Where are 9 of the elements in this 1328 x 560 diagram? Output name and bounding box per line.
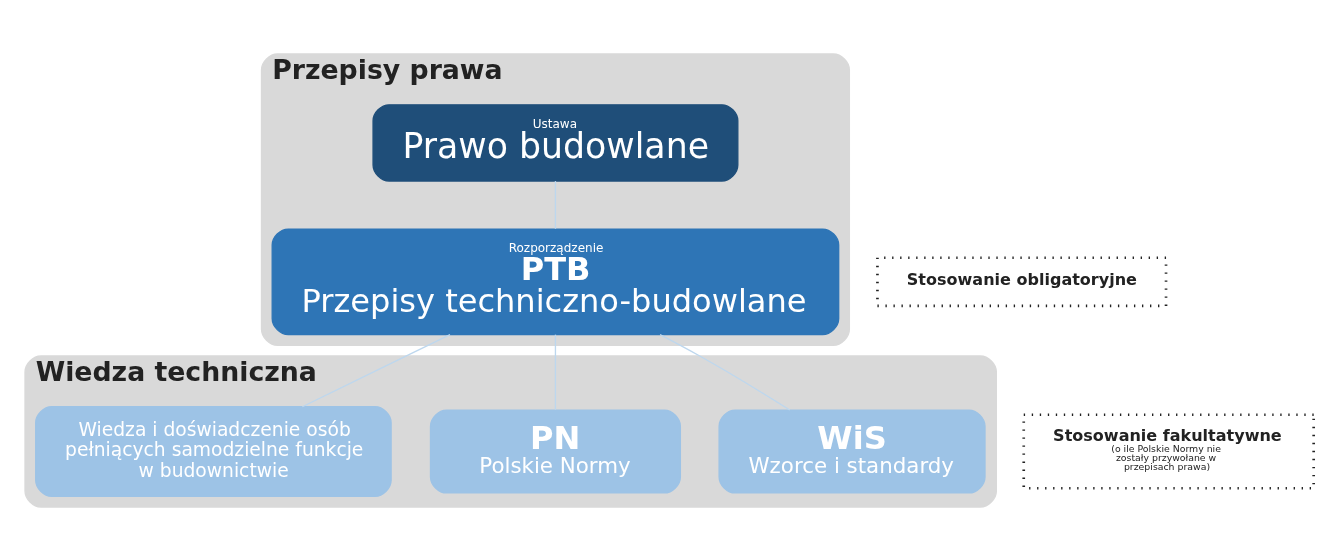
node-box: WiS Wzorce i standardy <box>718 408 986 494</box>
node-box: PN Polskie Normy <box>429 408 682 494</box>
connector <box>659 333 791 411</box>
connector <box>301 333 451 407</box>
node-box: Ustawa Prawo budowlane <box>372 103 739 182</box>
node-box: Stosowanie obligatoryjne <box>876 255 1168 307</box>
node-box: Stosowanie fakultatywne (o ile Polskie Normy nie zostały przywołane w przepisach prawa) <box>1022 412 1315 490</box>
node-box: Rozporządzenie PTB Przepisy techniczno-budowlane <box>271 227 840 335</box>
node-box: Wiedza i doświadczenie osób pełniących samodzielne funkcje w budownictwie <box>35 405 392 497</box>
